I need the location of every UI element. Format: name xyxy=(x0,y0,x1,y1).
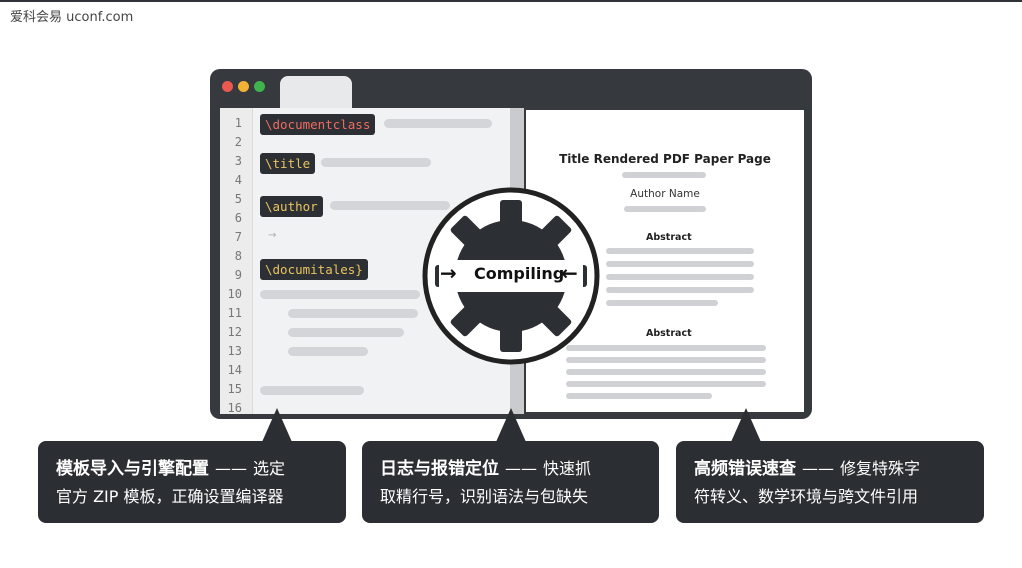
line-number: 3 xyxy=(234,154,242,168)
text-placeholder xyxy=(566,393,712,399)
callout-common-errors: 高频错误速查 —— 修复特殊字 符转义、数学环境与跨文件引用 xyxy=(676,441,984,523)
callout-pointer xyxy=(731,408,761,442)
line-number: 11 xyxy=(227,306,242,320)
callout-pointer xyxy=(496,408,526,442)
code-placeholder xyxy=(260,386,364,395)
code-placeholder xyxy=(330,201,450,210)
callout-text: 快速抓 xyxy=(543,459,592,478)
line-number: 4 xyxy=(234,173,242,187)
callout-pointer xyxy=(262,408,292,442)
documitales-command: \documitales} xyxy=(260,259,368,280)
callout-dash: —— xyxy=(215,459,247,478)
callout-title: 高频错误速查 xyxy=(694,459,796,479)
code-editor: 1 2 3 4 5 6 7 8 9 10 11 12 13 14 15 16 \… xyxy=(220,108,510,414)
minimize-dot-icon[interactable] xyxy=(238,81,249,92)
text-placeholder xyxy=(566,345,766,351)
callout-text: 官方 ZIP 模板，正确设置编译器 xyxy=(56,487,284,506)
line-number: 7 xyxy=(234,230,242,244)
watermark: 爱科会易 uconf.com xyxy=(10,10,134,25)
callout-title: 模板导入与引擎配置 xyxy=(56,459,209,479)
code-placeholder xyxy=(288,309,418,318)
callout-text: 选定 xyxy=(253,459,286,478)
text-placeholder xyxy=(606,248,754,254)
text-placeholder xyxy=(606,274,754,280)
line-number: 16 xyxy=(227,401,242,414)
code-placeholder xyxy=(321,158,431,167)
text-placeholder xyxy=(566,381,766,387)
callout-template-import: 模板导入与引擎配置 —— 选定 官方 ZIP 模板，正确设置编译器 xyxy=(38,441,346,523)
callout-text: 符转义、数学环境与跨文件引用 xyxy=(694,487,919,506)
code-placeholder xyxy=(260,290,420,299)
callout-dash: —— xyxy=(802,459,834,478)
text-placeholder xyxy=(606,287,754,293)
callout-title: 日志与报错定位 xyxy=(380,459,499,479)
callout-text: 修复特殊字 xyxy=(840,459,921,478)
line-number: 8 xyxy=(234,249,242,263)
line-number: 5 xyxy=(234,192,242,206)
pdf-title: Title Rendered PDF Paper Page xyxy=(559,152,771,166)
arrow-right-icon: → xyxy=(440,261,457,285)
line-number: 2 xyxy=(234,135,242,149)
text-placeholder xyxy=(566,357,766,363)
line-number: 6 xyxy=(234,211,242,225)
code-placeholder xyxy=(288,347,368,356)
code-placeholder xyxy=(288,328,404,337)
callout-log-errors: 日志与报错定位 —— 快速抓 取精行号，识别语法与包缺失 xyxy=(362,441,659,523)
callout-dash: —— xyxy=(505,459,537,478)
abstract-heading: Abstract xyxy=(646,232,692,243)
line-number: 9 xyxy=(234,268,242,282)
author-command: \author xyxy=(260,196,323,217)
line-number: 15 xyxy=(227,382,242,396)
top-border xyxy=(0,0,1022,2)
line-number: 12 xyxy=(227,325,242,339)
callout-text: 取精行号，识别语法与包缺失 xyxy=(380,487,589,506)
line-number: 10 xyxy=(227,287,242,301)
line-number: 14 xyxy=(227,363,242,377)
compiling-label: Compiling xyxy=(472,264,567,283)
abstract-heading: Abstract xyxy=(646,328,692,339)
line-gutter: 1 2 3 4 5 6 7 8 9 10 11 12 13 14 15 16 xyxy=(220,108,253,414)
code-placeholder xyxy=(384,119,492,128)
browser-tab[interactable] xyxy=(280,76,352,108)
arrow-left-icon: ← xyxy=(561,261,578,285)
text-placeholder xyxy=(606,261,754,267)
pdf-author: Author Name xyxy=(630,188,700,200)
title-command: \title xyxy=(260,153,316,174)
text-placeholder xyxy=(622,172,706,178)
close-dot-icon[interactable] xyxy=(222,81,233,92)
text-placeholder xyxy=(624,206,706,212)
text-placeholder xyxy=(606,300,718,306)
documentclass-command: \documentclass xyxy=(260,114,376,135)
line-number: 13 xyxy=(227,344,242,358)
text-placeholder xyxy=(566,369,766,375)
maximize-dot-icon[interactable] xyxy=(254,81,265,92)
line-number: 1 xyxy=(234,116,242,130)
arrow-right-icon: → xyxy=(268,230,277,241)
